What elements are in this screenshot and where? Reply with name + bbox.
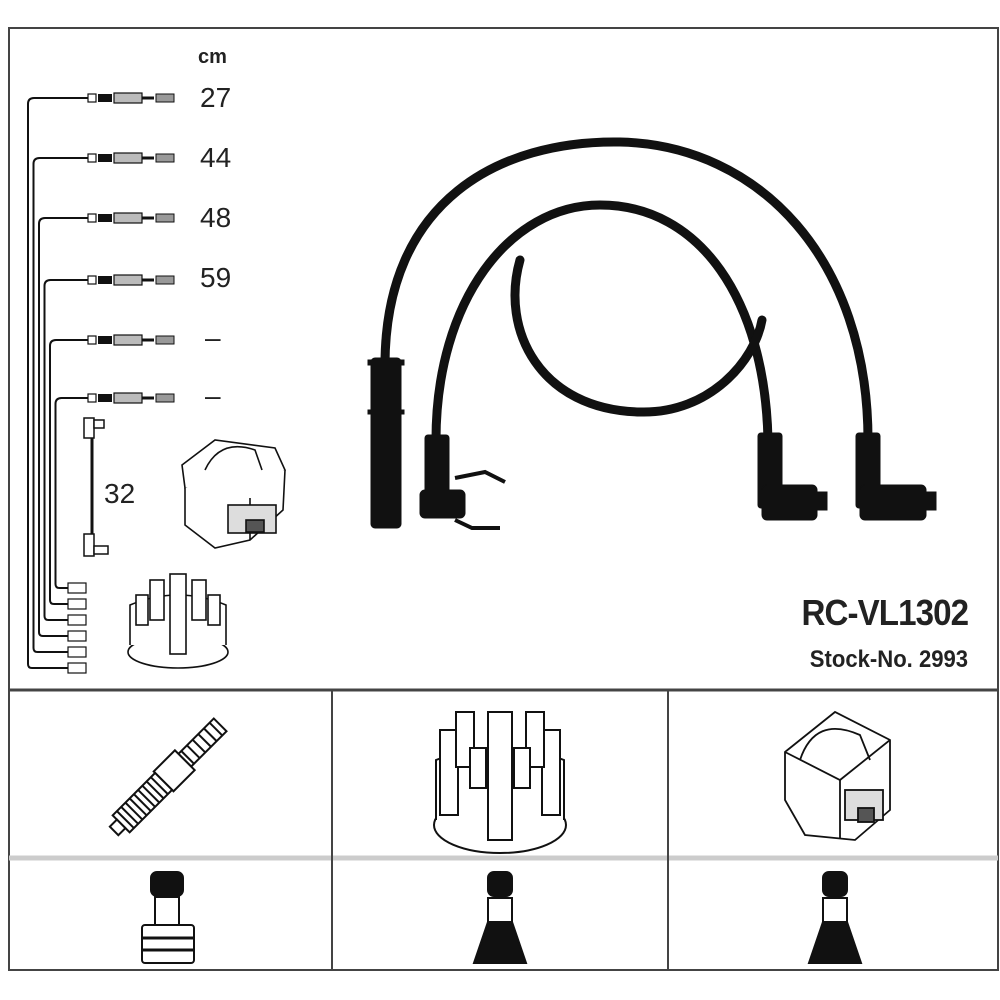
cable-middle bbox=[431, 200, 773, 445]
ignition-coil-small-icon bbox=[181, 439, 286, 549]
cable-length-6: – bbox=[205, 380, 221, 411]
straight-boot-icon bbox=[370, 357, 402, 529]
tapered-boot-type-icon bbox=[472, 871, 528, 964]
plug-rib bbox=[208, 722, 223, 737]
connector-body bbox=[113, 152, 143, 164]
angled-boot-icon bbox=[757, 432, 828, 521]
plug-thread bbox=[124, 801, 144, 821]
plug-thread bbox=[137, 789, 156, 808]
legend-wire bbox=[49, 339, 88, 605]
plug-rib bbox=[191, 738, 207, 754]
cable-length-5: – bbox=[205, 322, 221, 353]
legend-wire bbox=[38, 217, 88, 637]
angled-boot-icon bbox=[855, 432, 937, 521]
plug-rib bbox=[180, 750, 195, 765]
cable-length-1: 27 bbox=[200, 82, 232, 113]
distributor-terminal bbox=[67, 646, 87, 658]
plug-thread bbox=[145, 780, 165, 800]
cable-long bbox=[380, 137, 873, 445]
length-unit-label: cm bbox=[198, 46, 227, 68]
connector-terminal bbox=[155, 335, 175, 345]
coil-lead-icon bbox=[83, 417, 109, 557]
connector-cap bbox=[87, 153, 97, 163]
connector-body bbox=[113, 334, 143, 346]
connector-terminal bbox=[155, 93, 175, 103]
plug-thread bbox=[141, 784, 161, 804]
connector-terminal bbox=[155, 213, 175, 223]
connector-terminal bbox=[155, 153, 175, 163]
connector-body bbox=[113, 212, 143, 224]
connector-boot bbox=[98, 394, 112, 402]
connector-boot bbox=[98, 336, 112, 344]
connector-terminal bbox=[155, 393, 175, 403]
connector-cap bbox=[87, 213, 97, 223]
boots bbox=[367, 357, 937, 530]
legend-wire bbox=[32, 157, 88, 653]
connector-terminal bbox=[155, 275, 175, 285]
plug-thread bbox=[120, 806, 139, 825]
distributor-cap-icon bbox=[433, 711, 567, 854]
connector-body bbox=[113, 274, 143, 286]
ignition-coil-icon bbox=[784, 710, 891, 841]
tapered-boot-type-icon bbox=[807, 871, 863, 964]
distributor-cap-small-icon bbox=[127, 573, 229, 669]
distributor-terminal bbox=[67, 630, 87, 642]
part-number: RC-VL1302 bbox=[801, 592, 969, 633]
plug-thread bbox=[116, 810, 135, 829]
spark-plug-icon bbox=[108, 717, 228, 837]
distributor-terminal bbox=[67, 582, 87, 594]
plug-rib bbox=[186, 744, 201, 759]
legend-wire bbox=[54, 397, 88, 589]
connector-cap bbox=[87, 393, 97, 403]
connector-body bbox=[113, 392, 143, 404]
distributor-terminal bbox=[67, 662, 87, 674]
plug-thread bbox=[133, 793, 152, 812]
angled-boot-with-clip-icon bbox=[419, 434, 506, 530]
frame bbox=[8, 27, 999, 971]
cable-length-3: 48 bbox=[200, 202, 232, 233]
plug-thread bbox=[150, 776, 169, 795]
ignition-cables bbox=[380, 137, 873, 445]
straight-ribbed-boot-type-icon bbox=[141, 871, 195, 964]
distributor-terminal bbox=[67, 598, 87, 610]
connector-boot bbox=[98, 154, 112, 162]
connector-boot bbox=[98, 214, 112, 222]
plug-thread bbox=[128, 797, 148, 817]
legend-wire bbox=[43, 279, 88, 621]
connector-cap bbox=[87, 335, 97, 345]
distributor-terminal bbox=[67, 614, 87, 626]
cable-loop bbox=[510, 255, 767, 417]
cable-length-4: 59 bbox=[200, 262, 232, 293]
legend-wiring bbox=[27, 92, 175, 674]
cable-length-2: 44 bbox=[200, 142, 232, 173]
connector-boot bbox=[98, 94, 112, 102]
coil-lead-length: 32 bbox=[104, 478, 136, 509]
plug-rib bbox=[197, 733, 212, 748]
stock-number: Stock-No. 2993 bbox=[809, 646, 968, 673]
plug-rib bbox=[203, 727, 218, 742]
connector-boot bbox=[98, 276, 112, 284]
connector-body bbox=[113, 92, 143, 104]
connector-cap bbox=[87, 93, 97, 103]
connector-cap bbox=[87, 275, 97, 285]
legend-wire bbox=[27, 97, 88, 669]
